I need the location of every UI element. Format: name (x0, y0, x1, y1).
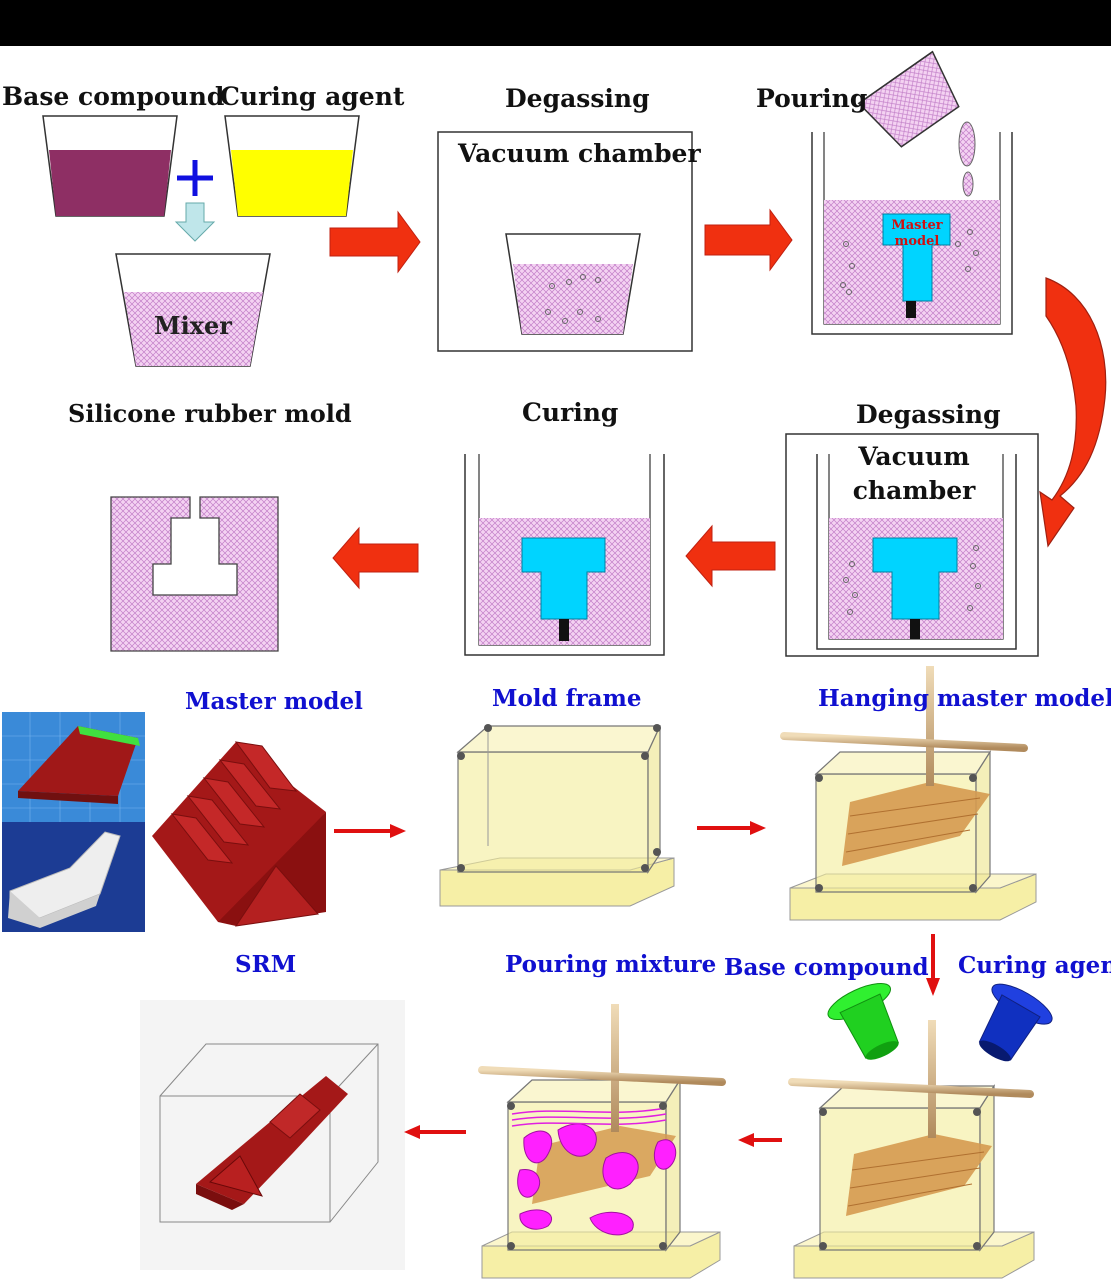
plus-icon (177, 160, 213, 196)
red-arrow-down-icon (926, 934, 940, 996)
degassing-label: Degassing (505, 84, 650, 113)
curing-agent-cup-3d (978, 983, 1053, 1062)
red-arrow-icon (697, 821, 766, 835)
diagram-canvas: Base compound Curing agent Mixer Degassi… (0, 46, 1111, 1280)
master-model-part (152, 741, 326, 927)
base-compound-label: Base compound (2, 82, 225, 111)
base-compound-2-label: Base compound (724, 954, 929, 981)
hanging-frame (780, 666, 1037, 921)
curing-agent-cup (224, 115, 360, 217)
mixer-label: Mixer (154, 311, 232, 340)
process-arrow-icon (329, 210, 421, 274)
process-arrow-icon (332, 526, 419, 590)
curing-label: Curing (522, 398, 619, 427)
srm-label: SRM (235, 951, 297, 978)
red-arrow-icon (334, 824, 406, 838)
process-arrow-icon (685, 524, 776, 588)
process-diagram (2, 50, 1107, 1279)
red-arrow-left-icon (404, 1125, 466, 1139)
curing-agent-2-label: Curing agent (958, 952, 1111, 979)
printed-part-photo (2, 822, 145, 932)
hanging-master-model-label: Hanging master model (818, 685, 1111, 712)
base-compound-cup (42, 115, 178, 217)
base-compound-cup-3d (827, 982, 900, 1060)
mixer-cup (115, 253, 271, 367)
degassing-cup (505, 233, 641, 335)
vacuum-chamber-2-label: Vacuum chamber (844, 440, 984, 508)
srm-mold (110, 496, 279, 652)
curing-agent-label: Curing agent (220, 82, 405, 111)
pouring-mixture-frame (478, 1004, 726, 1279)
degassing-2-label: Degassing (856, 400, 1001, 429)
printed-model-photo (2, 712, 145, 822)
pouring-label: Pouring (756, 84, 868, 113)
mixture-frame (788, 1020, 1035, 1279)
mold-frame (439, 724, 675, 907)
red-arrow-left-icon (738, 1133, 782, 1147)
down-arrow-icon (174, 202, 216, 242)
mold-frame-label: Mold frame (492, 685, 642, 712)
degassing-container (816, 454, 1017, 650)
pouring-mixture-label: Pouring mixture (505, 951, 717, 978)
vacuum-chamber-label: Vacuum chamber (458, 139, 701, 168)
curved-arrow-icon (1039, 277, 1107, 548)
vacuum-chamber-2-line2: chamber (852, 475, 976, 505)
master-model-small-label: Master model (891, 218, 943, 249)
srm-box (140, 1000, 405, 1270)
pouring-container (811, 50, 1013, 335)
curing-container (464, 454, 665, 656)
process-arrow-icon (704, 208, 793, 272)
master-model-label: Master model (185, 688, 363, 715)
silicone-rubber-mold-label: Silicone rubber mold (68, 399, 352, 428)
vacuum-chamber-2-line1: Vacuum (858, 442, 970, 471)
